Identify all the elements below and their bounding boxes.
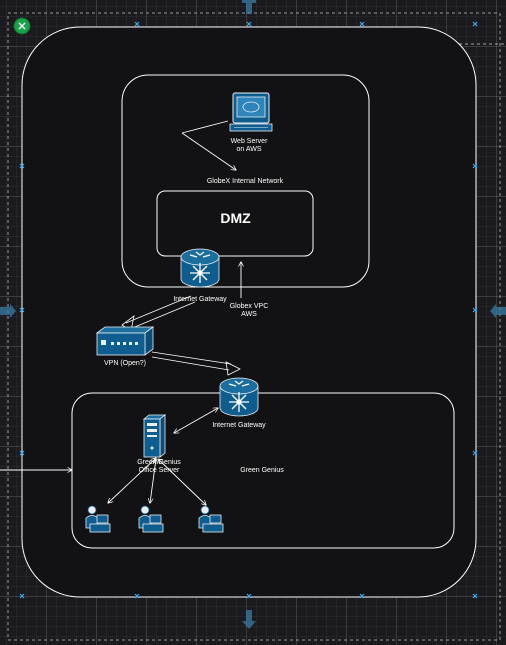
server-tower-icon[interactable]: [142, 414, 167, 458]
workstation-links[interactable]: [108, 458, 206, 505]
vpn-to-office-link[interactable]: [151, 351, 232, 371]
vpn-appliance-icon[interactable]: [95, 326, 155, 356]
web-server-connector[interactable]: [181, 120, 236, 170]
web-server-icon[interactable]: [229, 92, 273, 132]
web-server-label: Web Server on AWS: [230, 138, 268, 153]
vpc-label: Globex VPC AWS: [229, 303, 269, 318]
dmz-label: DMZ: [220, 210, 251, 226]
move-arrow-icon[interactable]: [0, 0, 506, 629]
selection-frame: [7, 12, 501, 641]
vpn-label: VPN (Open?): [103, 360, 147, 367]
selection-handles[interactable]: [19, 21, 478, 599]
vpn-to-aws-link[interactable]: [125, 295, 196, 330]
office-gateway-label: Internet Gateway: [212, 422, 266, 429]
user-workstation-icon[interactable]: [85, 505, 111, 533]
router-icon[interactable]: [180, 248, 220, 288]
user-workstation-icon[interactable]: [138, 505, 164, 533]
office-server-label: Green Genius Office Server: [137, 459, 181, 474]
server-gateway-link[interactable]: [174, 408, 218, 433]
internal-network-label: GlobeX Internal Network: [206, 178, 284, 185]
aws-gateway-label: Internet Gateway: [173, 296, 227, 303]
dmz-box[interactable]: [156, 190, 314, 257]
user-workstation-icon[interactable]: [198, 505, 224, 533]
office-label: Green Genius: [240, 467, 284, 474]
router-icon[interactable]: [219, 377, 259, 417]
collapse-icon[interactable]: [13, 17, 31, 35]
vpn-to-office-arrow: [225, 361, 241, 376]
